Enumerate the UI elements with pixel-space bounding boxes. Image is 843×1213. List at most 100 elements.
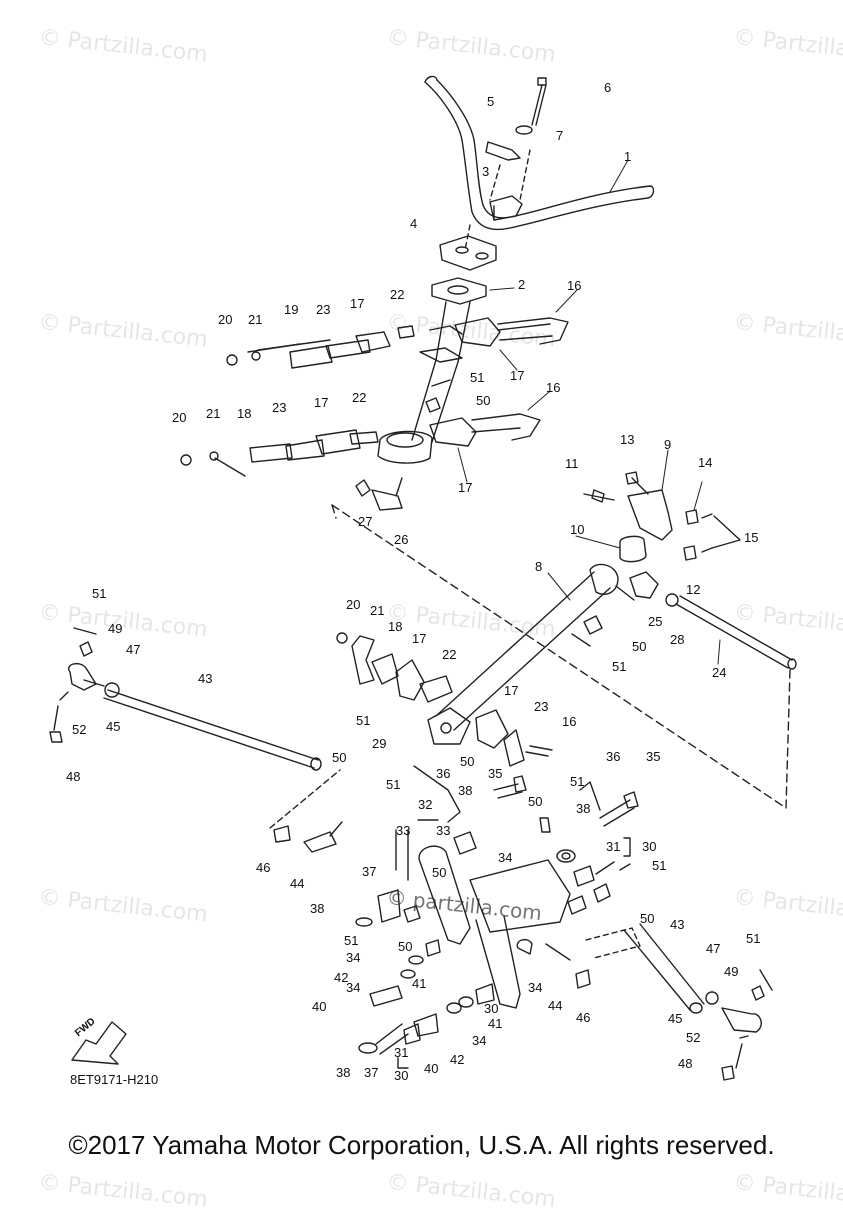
callout-label: 50 [528,794,542,809]
callout-label: 51 [470,370,484,385]
callout-label: 8 [535,559,542,574]
callout-label: 7 [556,128,563,143]
callout-label: 19 [284,302,298,317]
callout-label: 5 [487,94,494,109]
callout-label: 50 [476,393,490,408]
callout-label: 17 [504,683,518,698]
callout-label: 16 [562,714,576,729]
callout-label: 41 [412,976,426,991]
callout-label: 38 [310,901,324,916]
callout-label: 32 [418,797,432,812]
callout-label: 38 [576,801,590,816]
callout-label: 50 [460,754,474,769]
callout-label: 50 [332,750,346,765]
callout-label: 34 [528,980,542,995]
callout-label: 22 [352,390,366,405]
callout-label: 17 [350,296,364,311]
callout-label: 34 [472,1033,486,1048]
callout-label: 49 [724,964,738,979]
callout-label: 41 [488,1016,502,1031]
callout-label: 34 [346,950,360,965]
callout-label: 16 [546,380,560,395]
copyright-text: ©2017 Yamaha Motor Corporation, U.S.A. A… [68,1130,775,1160]
callout-label: 1 [624,149,631,164]
callout-label: 38 [336,1065,350,1080]
callout-label: 22 [390,287,404,302]
callout-label: 23 [272,400,286,415]
callout-label: 35 [646,749,660,764]
callout-label: 50 [398,939,412,954]
callout-label: 31 [606,839,620,854]
callout-label: 21 [206,406,220,421]
callout-label: 37 [364,1065,378,1080]
callout-label: 36 [606,749,620,764]
callout-label: 40 [424,1061,438,1076]
callout-label: 37 [362,864,376,879]
callout-label: 15 [744,530,758,545]
callout-label: 17 [314,395,328,410]
callout-label: 45 [106,719,120,734]
callout-label: 25 [648,614,662,629]
callout-label: 49 [108,621,122,636]
callout-label: 20 [346,597,360,612]
callout-label: 13 [620,432,634,447]
callout-label: 35 [488,766,502,781]
callout-label: 17 [412,631,426,646]
callout-label: 43 [198,671,212,686]
callout-label: 30 [484,1001,498,1016]
callout-label: 38 [458,783,472,798]
callout-label: 3 [482,164,489,179]
callout-label: 33 [396,823,410,838]
callout-label: 34 [346,980,360,995]
callout-label: 11 [565,456,579,471]
callout-label: 10 [570,522,584,537]
callout-label: 51 [386,777,400,792]
callout-label: 52 [72,722,86,737]
callout-label: 22 [442,647,456,662]
callout-label: 9 [664,437,671,452]
callout-label: 26 [394,532,408,547]
callout-label: 44 [290,876,304,891]
callout-label: 21 [370,603,384,618]
callout-label: 29 [372,736,386,751]
callout-label: 14 [698,455,712,470]
callout-label: 12 [686,582,700,597]
callout-label: 30 [394,1068,408,1083]
callout-label: 46 [576,1010,590,1025]
callout-label: 23 [534,699,548,714]
callout-label: 16 [567,278,581,293]
callout-label: 24 [712,665,726,680]
callout-label: 51 [570,774,584,789]
callout-label: 42 [450,1052,464,1067]
callout-label: 4 [410,216,417,231]
callout-label: 48 [66,769,80,784]
callout-label: 18 [388,619,402,634]
callout-label: 47 [126,642,140,657]
handlebar [436,79,651,219]
callout-label: 6 [604,80,611,95]
callout-label: 52 [686,1030,700,1045]
callout-label: 34 [498,850,512,865]
callout-label: 23 [316,302,330,317]
callout-label: 40 [312,999,326,1014]
callout-label: 36 [436,766,450,781]
callout-label: 50 [640,911,654,926]
callout-label: 46 [256,860,270,875]
callout-label: 28 [670,632,684,647]
callout-label: 51 [92,586,106,601]
callout-label: 48 [678,1056,692,1071]
callout-label: 21 [248,312,262,327]
callout-label: 51 [746,931,760,946]
callout-label: 51 [612,659,626,674]
callout-label: 47 [706,941,720,956]
callout-label: 30 [642,839,656,854]
callout-label: 20 [218,312,232,327]
callout-label: 51 [652,858,666,873]
handlebar [424,81,649,231]
callout-label: 43 [670,917,684,932]
callout-label: 31 [394,1045,408,1060]
callout-label: 27 [358,514,372,529]
callout-label: 51 [344,933,358,948]
callout-label: 17 [458,480,472,495]
